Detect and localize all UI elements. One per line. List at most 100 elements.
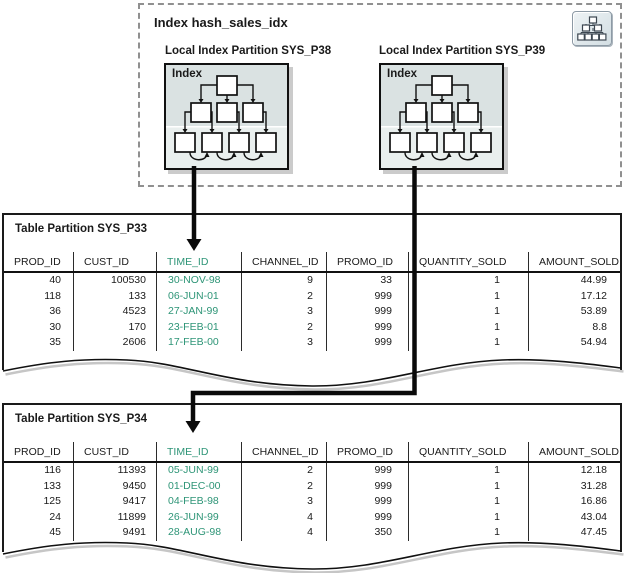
table-cell: 4 xyxy=(241,525,326,541)
index-box-sys-p38: Index xyxy=(164,63,289,170)
table-cell: 999 xyxy=(326,494,408,510)
table-cell: 3 xyxy=(241,335,326,351)
column-header: CUST_ID xyxy=(73,252,156,271)
table-cell: 118 xyxy=(44,289,61,302)
table-cell: 9450 xyxy=(73,478,156,494)
column-header: TIME_ID xyxy=(156,252,241,271)
table-cell: 45 xyxy=(49,526,61,538)
table-cell: 3 xyxy=(241,304,326,320)
table-cell: 133 xyxy=(73,288,156,304)
table-cell: 999 xyxy=(326,463,408,479)
table-cell: 16.86 xyxy=(528,494,620,510)
table-cell: 1 xyxy=(408,288,528,304)
table-cell: 06-JUN-01 xyxy=(156,288,241,304)
index-box-label: Index xyxy=(172,68,203,80)
table-cell: 9491 xyxy=(73,525,156,541)
table-cell: 04-FEB-98 xyxy=(156,494,241,510)
table-cell: 30 xyxy=(49,320,61,333)
table-cell: 8.8 xyxy=(528,319,620,335)
table-cell: 4523 xyxy=(73,304,156,320)
table-cell: 9 xyxy=(241,273,326,289)
table-cell: 2 xyxy=(241,463,326,479)
btree-diagram xyxy=(381,65,502,168)
index-partition-label-sys-p39: Local Index Partition SYS_P39 xyxy=(379,45,546,57)
table-cell: 999 xyxy=(326,288,408,304)
table-cell: 35 xyxy=(49,336,61,348)
table-cell: 999 xyxy=(326,478,408,494)
column-header: AMOUNT_SOLD xyxy=(528,442,620,461)
table-cell: 23-FEB-01 xyxy=(156,319,241,335)
table-cell: 17-FEB-00 xyxy=(156,335,241,351)
table-cell: 2606 xyxy=(73,335,156,351)
table-cell: 1 xyxy=(408,273,528,289)
table-cell: 47.45 xyxy=(528,525,620,541)
table-cell: 01-DEC-00 xyxy=(156,478,241,494)
table-cell: 1 xyxy=(408,304,528,320)
table-cell: 12.18 xyxy=(528,463,620,479)
table-cell: 54.94 xyxy=(528,335,620,351)
torn-edge xyxy=(2,358,625,391)
table-cell: 33 xyxy=(326,273,408,289)
table-cell: 1 xyxy=(408,509,528,525)
column-header: QUANTITY_SOLD xyxy=(408,252,528,271)
index-container: Index hash_sales_idx Loc xyxy=(138,3,622,187)
table-cell: 11393 xyxy=(73,463,156,479)
table-cell: 30-NOV-98 xyxy=(156,273,241,289)
table-cell: 05-JUN-99 xyxy=(156,463,241,479)
torn-edge xyxy=(2,541,625,573)
table-cell: 133 xyxy=(43,479,61,492)
column-header: PROD_ID xyxy=(14,446,61,458)
table-cell: 999 xyxy=(326,335,408,351)
table-cell: 53.89 xyxy=(528,304,620,320)
table-cell: 100530 xyxy=(73,273,156,289)
table-cell: 31.28 xyxy=(528,478,620,494)
index-box-label: Index xyxy=(387,68,418,80)
table-cell: 43.04 xyxy=(528,509,620,525)
table-cell: 26-JUN-99 xyxy=(156,509,241,525)
table-cell: 350 xyxy=(326,525,408,541)
table-cell: 999 xyxy=(326,304,408,320)
table-cell: 2 xyxy=(241,288,326,304)
column-header: PROMO_ID xyxy=(326,252,408,271)
hierarchy-tree-icon xyxy=(577,15,607,41)
table-cell: 36 xyxy=(49,305,61,317)
table-cell: 11899 xyxy=(73,509,156,525)
table-cell: 1 xyxy=(408,335,528,351)
table-cell: 3 xyxy=(241,494,326,510)
table-partition-sys-p33: Table Partition SYS_P33 PROD_ID CUST_ID … xyxy=(2,213,625,391)
table-cell: 24 xyxy=(49,510,61,523)
table-header-row: PROD_ID CUST_ID TIME_ID CHANNEL_ID PROMO… xyxy=(4,252,620,273)
hierarchy-icon-button xyxy=(572,11,612,46)
table-cell: 1 xyxy=(408,478,528,494)
table-cell: 4 xyxy=(241,509,326,525)
table-partition-sys-p34: Table Partition SYS_P34 PROD_ID CUST_ID … xyxy=(2,403,625,573)
table-partition-title: Table Partition SYS_P34 xyxy=(15,413,148,425)
column-header: PROMO_ID xyxy=(326,442,408,461)
table-cell: 170 xyxy=(73,319,156,335)
table-header-row: PROD_ID CUST_ID TIME_ID CHANNEL_ID PROMO… xyxy=(4,442,620,463)
table-cell: 999 xyxy=(326,509,408,525)
table-cell: 27-JAN-99 xyxy=(156,304,241,320)
index-partition-label-sys-p38: Local Index Partition SYS_P38 xyxy=(165,45,332,57)
table-cell: 1 xyxy=(408,319,528,335)
column-header: QUANTITY_SOLD xyxy=(408,442,528,461)
table-cell: 9417 xyxy=(73,494,156,510)
column-header: CHANNEL_ID xyxy=(241,252,326,271)
column-header: AMOUNT_SOLD xyxy=(528,252,620,271)
table-cell: 2 xyxy=(241,319,326,335)
column-header: PROD_ID xyxy=(14,256,61,268)
column-header: TIME_ID xyxy=(156,442,241,461)
column-header: CUST_ID xyxy=(73,442,156,461)
table-cell: 28-AUG-98 xyxy=(156,525,241,541)
table-cell: 2 xyxy=(241,478,326,494)
table-cell: 1 xyxy=(408,463,528,479)
table-partition-title: Table Partition SYS_P33 xyxy=(15,223,148,235)
table-cell: 17.12 xyxy=(528,288,620,304)
index-box-sys-p39: Index xyxy=(379,63,504,170)
column-header: CHANNEL_ID xyxy=(241,442,326,461)
table-cell: 116 xyxy=(44,464,61,476)
btree-diagram xyxy=(166,65,287,168)
